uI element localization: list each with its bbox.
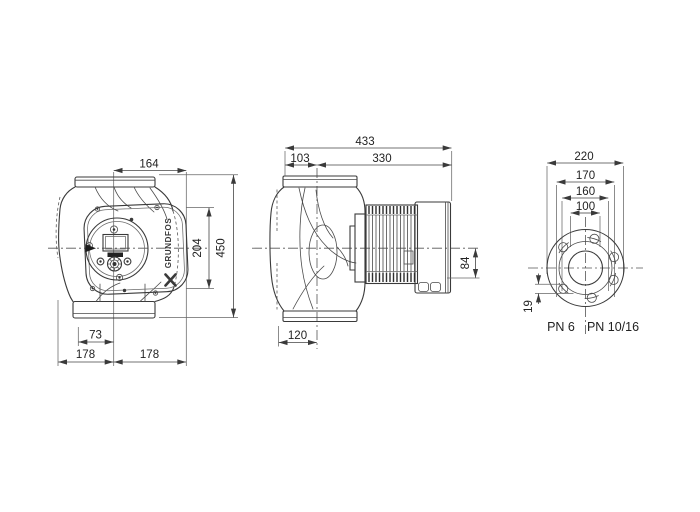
dim-19: 19	[523, 273, 574, 313]
bolt-hole	[586, 292, 597, 303]
knob	[106, 256, 123, 272]
dim-120: 120	[278, 326, 317, 347]
dim-433: 433	[284, 136, 453, 201]
front-bottom-flange	[72, 300, 156, 319]
cable-gland	[418, 282, 429, 292]
button-left	[96, 257, 105, 266]
dim-100: 100	[570, 201, 600, 216]
control-box	[414, 201, 452, 294]
bolt-hole	[558, 242, 569, 253]
flange-face	[546, 228, 625, 308]
side-volute	[269, 186, 366, 312]
dim-164-label: 164	[139, 159, 159, 171]
dim-220-label: 220	[574, 151, 593, 163]
dim-330-label: 330	[372, 153, 391, 165]
dim-178-right-label: 178	[140, 349, 159, 361]
dim-450: 450	[159, 174, 238, 318]
brand-wordmark: GRUNDFOS	[164, 218, 173, 269]
stator-fins	[365, 204, 419, 285]
bolt-hole	[589, 233, 600, 244]
dim-160: 160	[562, 186, 609, 201]
dim-164: 164	[113, 159, 187, 174]
dim-19-label: 19	[523, 300, 535, 313]
dim-100-label: 100	[576, 201, 595, 213]
display	[102, 233, 129, 257]
side-view: 433 103 330 84 120	[252, 136, 480, 349]
dim-433-label: 433	[355, 136, 374, 148]
dim-178-left: 178	[58, 349, 114, 365]
dim-103-label: 103	[290, 153, 309, 165]
nameplate	[403, 250, 414, 265]
dim-170: 170	[556, 170, 615, 185]
dim-84: 84	[447, 248, 480, 279]
dim-450-label: 450	[216, 238, 228, 257]
side-top-flange	[282, 175, 358, 188]
control-panel: GRUNDFOS	[83, 203, 189, 296]
dim-178-right: 178	[113, 349, 187, 365]
dim-160-label: 160	[576, 186, 595, 198]
dim-204-label: 204	[192, 238, 204, 258]
grundfos-logo-icon	[164, 273, 177, 287]
dim-330: 330	[317, 153, 452, 168]
display-bar	[107, 252, 123, 257]
dim-103: 103	[285, 153, 317, 168]
bolt-hole	[609, 252, 620, 263]
dim-73-label: 73	[89, 330, 102, 342]
flow-arrow-icon	[85, 244, 96, 253]
flange-view: 220 170 160 100 19 PN 6 PN 1	[523, 151, 643, 334]
pn1016-label: PN 10/16	[587, 320, 639, 334]
dim-120-label: 120	[288, 330, 307, 342]
cable-gland	[430, 282, 441, 292]
dim-204: 204	[186, 207, 214, 289]
dim-170-label: 170	[576, 170, 595, 182]
front-body	[55, 186, 179, 303]
pn6-label: PN 6	[547, 320, 575, 334]
front-top-flange	[74, 176, 156, 188]
dim-220: 220	[547, 151, 624, 166]
dim-73: 73	[78, 330, 114, 345]
bolt-hole	[608, 274, 619, 285]
button-right	[123, 257, 132, 266]
side-bottom-flange	[282, 310, 358, 323]
dim-84-label: 84	[460, 256, 472, 269]
front-view: GRUNDFOS 164 450 204	[48, 159, 238, 366]
dim-178-left-label: 178	[76, 349, 95, 361]
